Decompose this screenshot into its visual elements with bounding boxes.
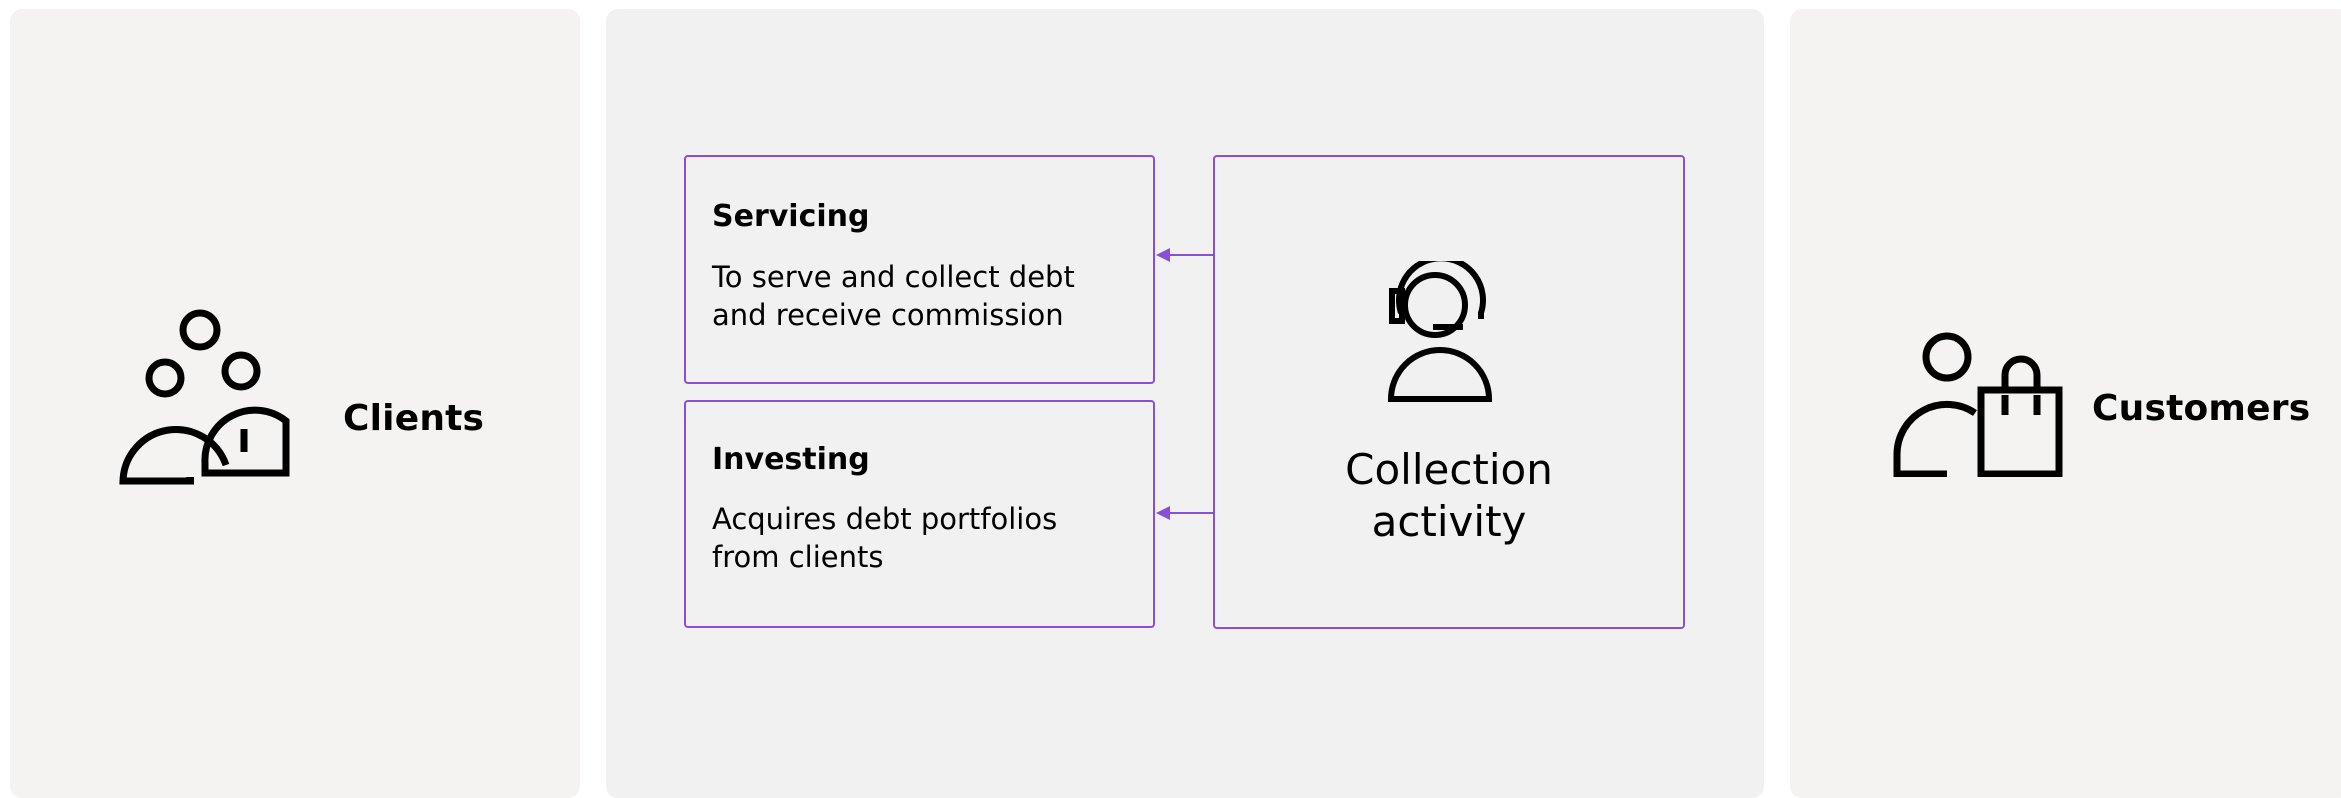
people-group-icon [119,309,290,485]
person-shopping-bag-icon [1893,332,2063,477]
clients-panel: Clients [10,9,580,798]
collection-activity-box: Collection activity [1213,155,1685,629]
servicing-description: To serve and collect debt and receive co… [712,260,1075,332]
customers-label: Customers [2092,388,2311,429]
customers-panel: Customers [1790,9,2341,798]
business-model-panel: Servicing To serve and collect debt and … [606,9,1764,798]
servicing-box: Servicing To serve and collect debt and … [684,155,1155,384]
clients-label: Clients [343,398,485,439]
collection-activity-label: Collection activity [1345,445,1553,546]
investing-title: Investing [712,442,870,477]
investing-description: Acquires debt portfolios from clients [712,502,1058,574]
arrow-to-investing [1156,506,1214,520]
headset-agent-icon [1387,261,1493,402]
investing-box: Investing Acquires debt portfolios from … [684,400,1155,628]
arrow-to-servicing [1156,248,1214,262]
servicing-title: Servicing [712,199,870,234]
